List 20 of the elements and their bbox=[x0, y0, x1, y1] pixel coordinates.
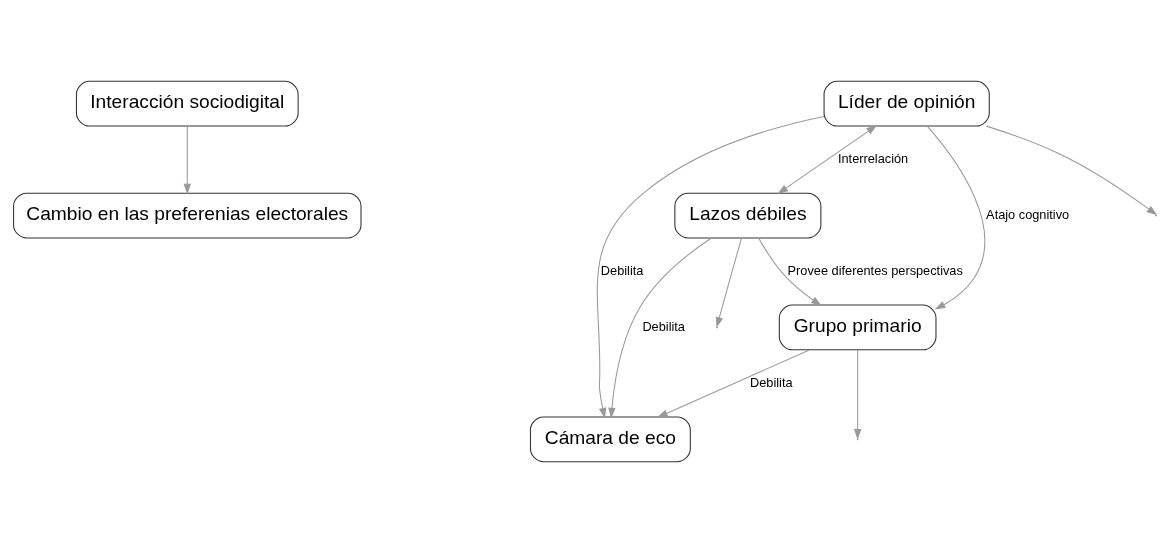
arrow bbox=[608, 237, 712, 419]
arrow bbox=[657, 349, 810, 418]
node-box: Grupo primario bbox=[778, 304, 937, 351]
edge-label: Debilita bbox=[642, 318, 685, 334]
arrow bbox=[777, 125, 877, 195]
edge-label: Interrelación bbox=[837, 150, 909, 166]
arrow bbox=[596, 115, 825, 419]
node-box: Cambio en las preferenias electorales bbox=[13, 192, 362, 239]
edge-label: Atajo cognitivo bbox=[986, 206, 1070, 222]
node-box: Interacción sociodigital bbox=[75, 80, 299, 127]
arrow bbox=[758, 237, 822, 306]
edge-label: Debilita bbox=[600, 262, 644, 278]
edge-label: Debilita bbox=[750, 374, 793, 390]
arrow bbox=[985, 125, 1158, 216]
node-box: Líder de opinión bbox=[823, 80, 990, 127]
edge-label: Provee diferentes perspectivas bbox=[787, 262, 963, 278]
node-box: Lazos débiles bbox=[674, 192, 822, 239]
arrow bbox=[183, 125, 192, 195]
node-box: Cámara de eco bbox=[529, 416, 691, 463]
arrow bbox=[926, 125, 986, 310]
